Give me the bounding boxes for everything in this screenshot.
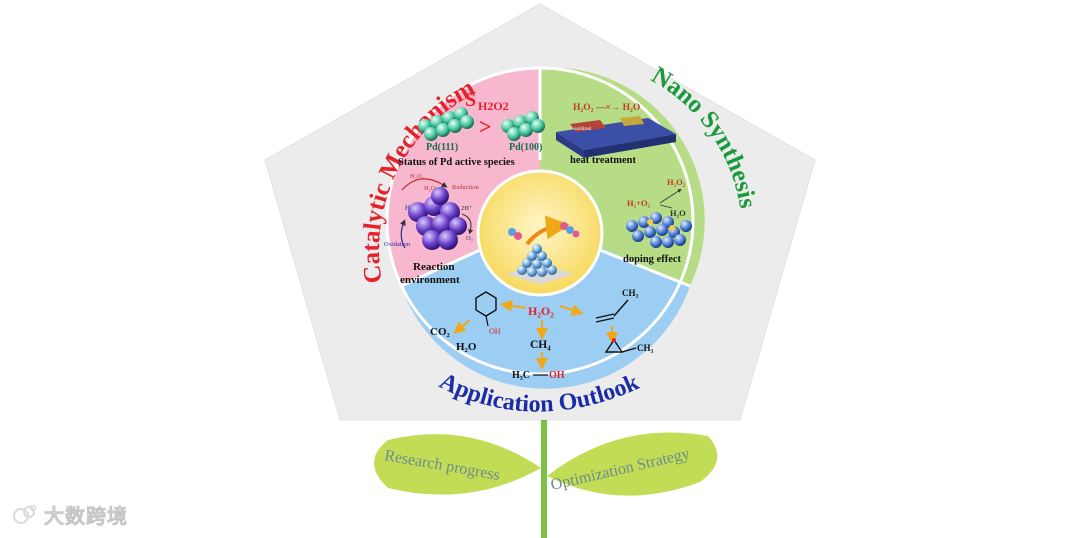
doping-top-label: H₂O₂ <box>667 177 686 187</box>
plant-stem <box>541 420 547 538</box>
heat-equation: H₂O₂ —×→ H₂O <box>573 103 640 113</box>
co2-label: CO₂ <box>430 326 451 338</box>
watermark-text: 大数跨境 <box>44 500 128 529</box>
oxidized-label: oxidized <box>574 127 592 132</box>
facet-label-right: Pd(100) <box>509 142 542 153</box>
status-caption: Status of Pd active species <box>398 157 515 168</box>
label-oxidation: Oxidation <box>384 241 411 248</box>
heat-caption: heat treatment <box>570 155 636 166</box>
methanol-right-label: OH <box>549 370 565 381</box>
watermark-logo-icon <box>12 502 38 528</box>
label-h: H <box>405 204 410 212</box>
watermark: 大数跨境 <box>12 500 128 529</box>
epoxide-ch3-label: CH₃ <box>637 343 654 353</box>
ch4-label: CH₄ <box>530 339 551 351</box>
doping-bottom-label: H₂O <box>670 208 686 218</box>
doping-caption: doping effect <box>623 254 682 265</box>
reaction-caption-line2: environment <box>400 274 460 286</box>
label-h2o2: H₂O₂ <box>410 173 424 180</box>
doping-left-label: H₂+O₂ <box>627 198 651 208</box>
label-reduction: Reduction <box>452 184 479 191</box>
label-o2: O₂ <box>466 235 473 242</box>
reaction-caption-line1: Reaction <box>413 261 455 273</box>
selectivity-symbol: S <box>465 89 476 111</box>
propylene-ch3-label: CH₃ <box>622 288 639 298</box>
h2o-label: H₂O <box>456 341 477 353</box>
label-2h-plus: 2H⁺ <box>461 205 473 212</box>
label-h2o: H₂O <box>424 185 436 192</box>
facet-label-left: Pd(111) <box>426 142 458 153</box>
selectivity-subscript: H2O2 <box>478 99 509 113</box>
app-h2o2-label: H₂O₂ <box>528 304 554 318</box>
methanol-left-label: H₃C <box>512 370 530 381</box>
compare-sign: > <box>479 114 492 139</box>
phenol-oh-label: OH <box>489 327 501 336</box>
